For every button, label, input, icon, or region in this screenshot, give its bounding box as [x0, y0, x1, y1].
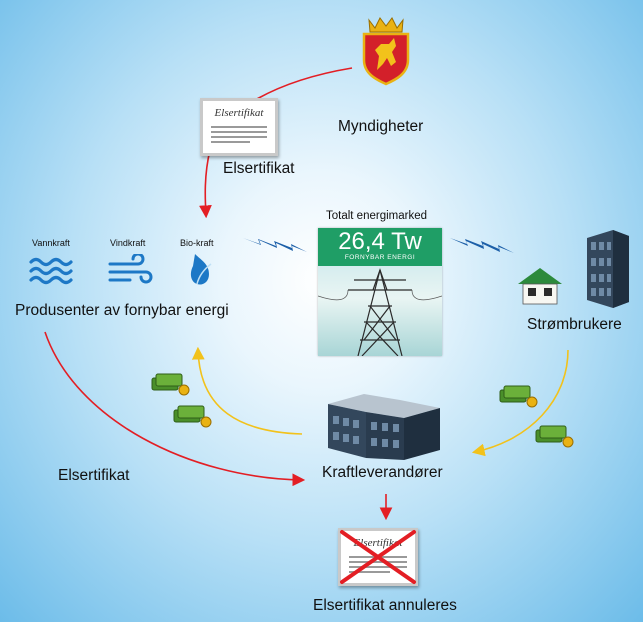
crossed-certificate-icon: Elsertifikat: [338, 528, 418, 586]
market-subtitle: FORNYBAR ENERGI: [344, 254, 416, 261]
money-stack-icon: [498, 384, 540, 408]
market-value: 26,4 Tw: [338, 228, 422, 255]
money-arrow-consumers-to-suppliers: [471, 349, 569, 457]
producer-type-label-vindkraft: Vindkraft: [110, 238, 146, 248]
money-stack-icon: [150, 372, 192, 396]
market-title: Totalt energimarked: [326, 210, 427, 222]
certificate-issue-label: Elsertifikat: [223, 160, 295, 177]
arrow-producers-to-suppliers: [44, 331, 306, 487]
consumers-label: Strømbrukere: [527, 316, 622, 333]
producers-label: Produsenter av fornybar energi: [15, 302, 229, 319]
market-panel: 26,4 Tw FORNYBAR ENERGI: [318, 228, 442, 356]
money-stack-icon: [534, 424, 576, 448]
office-building-icon: [583, 228, 633, 308]
coat-of-arms-icon: [361, 16, 411, 86]
certificate-title: Elsertifikat: [214, 107, 264, 119]
wind-icon: [108, 252, 154, 288]
water-waves-icon: [28, 254, 78, 288]
market-band: 26,4 Tw FORNYBAR ENERGI: [318, 228, 442, 266]
money-stack-icon: [172, 404, 214, 428]
suppliers-label: Kraftleverandører: [322, 464, 443, 481]
leaf-drop-icon: [187, 250, 217, 288]
cancelled-label: Elsertifikat annuleres: [313, 597, 457, 614]
energy-bolt-producers-to-market: [243, 238, 307, 252]
producer-type-label-bio-kraft: Bio-kraft: [180, 238, 214, 248]
money-arrow-suppliers-to-producers: [191, 346, 303, 435]
power-pylon-icon: [318, 268, 442, 356]
certificate-icon: Elsertifikat: [200, 98, 278, 156]
authority-label: Myndigheter: [338, 118, 424, 135]
office-buildings-icon: [326, 392, 442, 460]
producer-type-label-vannkraft: Vannkraft: [32, 238, 70, 248]
cancelled-certificate-title: Elsertifikat: [353, 537, 403, 549]
certificate-flow-label: Elsertifikat: [58, 467, 130, 484]
house-icon: [514, 266, 566, 306]
energy-bolt-market-to-consumers: [450, 238, 514, 253]
